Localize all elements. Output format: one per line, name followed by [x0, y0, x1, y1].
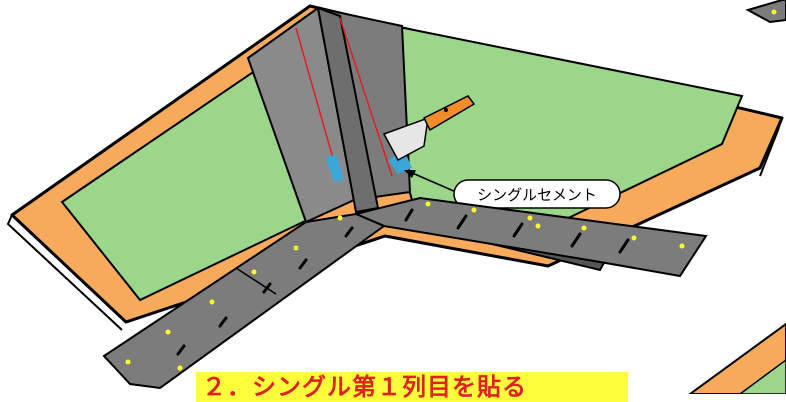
callout-bubble — [453, 179, 621, 209]
corner-board-bottom-right — [688, 322, 786, 394]
leader-arrow-icon — [404, 170, 457, 193]
board-edge-right — [759, 117, 783, 177]
red-guide-line-2 — [339, 17, 393, 177]
left-row-nail-dots — [125, 215, 343, 371]
left-row-seam — [235, 267, 277, 295]
trowel-icon — [382, 95, 476, 162]
first-row-shingle-left — [102, 212, 387, 390]
shingle-cement-patch-left — [326, 154, 344, 182]
step-caption: ２．シングル第１列目を貼る — [196, 372, 628, 402]
corner-nail-dot — [771, 9, 777, 15]
right-row-slots — [404, 208, 630, 254]
board-edge — [6, 214, 123, 331]
corner-field-bottom-right — [738, 359, 786, 394]
callout-label: シングルセメント — [477, 186, 597, 204]
right-row-nail-dots — [425, 201, 685, 249]
corner-shingle-top-right — [745, 0, 786, 24]
red-guide-line-1 — [295, 27, 339, 177]
left-row-slots — [176, 226, 354, 356]
